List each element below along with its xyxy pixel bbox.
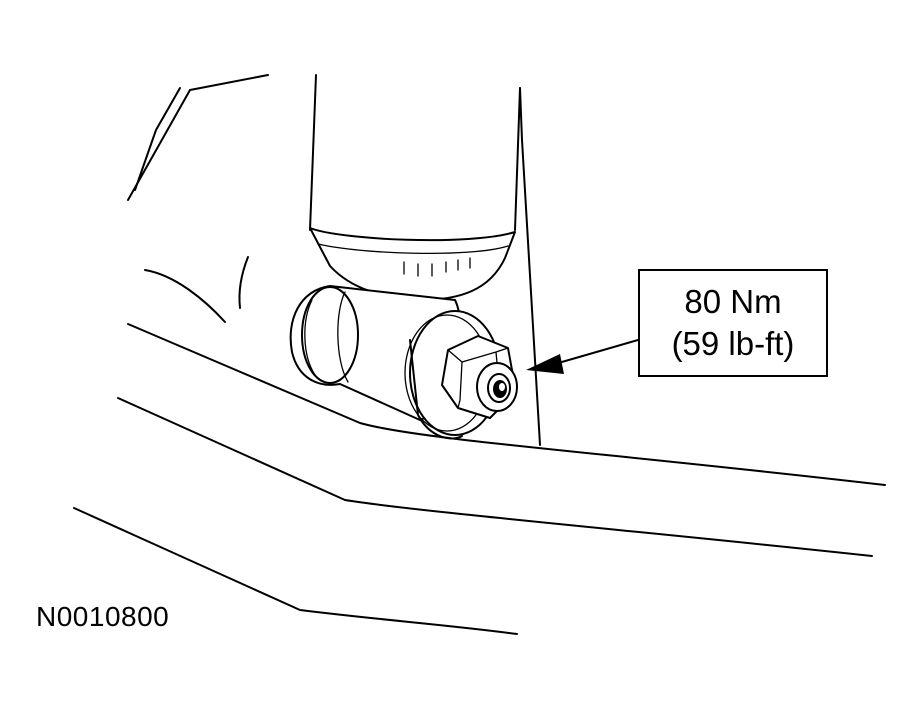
- frame-contour-lines: [73, 74, 886, 635]
- bracket-edge-line: [519, 87, 541, 446]
- shock-absorber: [309, 74, 521, 301]
- figure-id-label: N0010800: [36, 601, 170, 632]
- torque-callout-box: 80 Nm (59 lb-ft): [638, 269, 828, 377]
- hex-nut: [441, 335, 518, 419]
- torque-metric-label: 80 Nm: [684, 283, 782, 320]
- callout-leader-arrow: [526, 339, 639, 374]
- torque-imperial-label: (59 lb-ft): [671, 325, 795, 362]
